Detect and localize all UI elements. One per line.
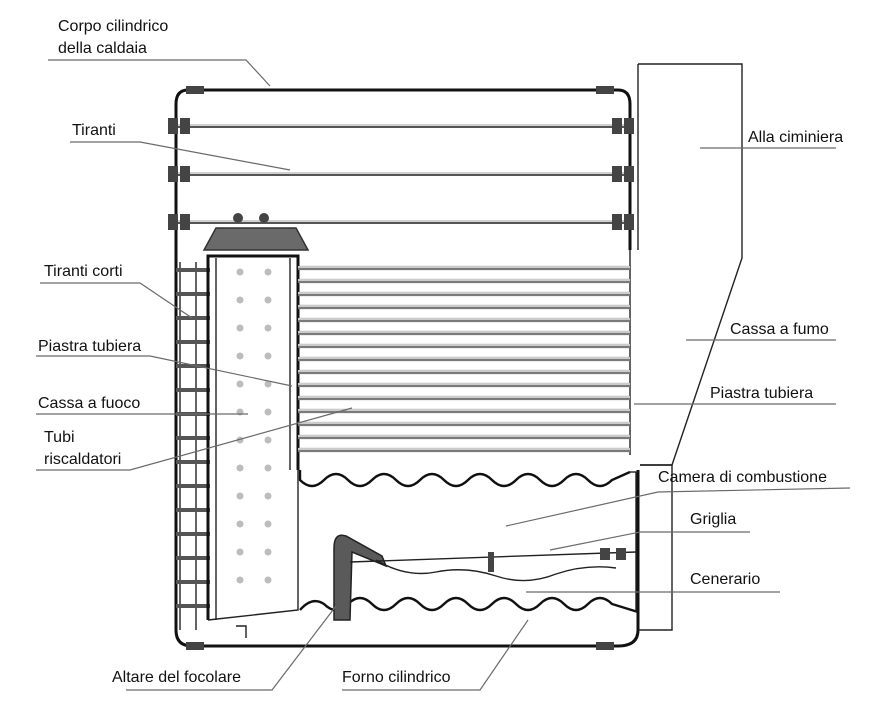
label-altare-del-focolare: Altare del focolare [112,669,241,686]
smoke-box [637,63,743,466]
firebox [206,254,300,621]
label-cassa-a-fumo: Cassa a fumo [730,321,829,338]
cap-br [596,642,614,650]
label-tubi-line2: riscaldatori [44,451,121,468]
furnace-top-wave [298,470,631,488]
heating-tubes [298,265,630,453]
short-stays [176,262,210,630]
label-camera-di-combustione: Camera di combustione [658,469,827,486]
cap-bl [186,642,204,650]
label-corpo-line2: della caldaia [58,40,147,57]
long-stays [168,118,634,230]
firebox-crown [202,227,310,251]
combustion-chamber-wall [638,464,673,631]
label-alla-ciminiera: Alla ciminiera [748,129,843,146]
label-cassa-a-fuoco: Cassa a fuoco [38,395,140,412]
label-ceneraio: Cenerario [690,571,760,588]
label-corpo-line1: Corpo cilindrico [58,18,168,35]
grate [349,548,637,582]
cap-tr [596,86,614,94]
label-piastra-tubiera-left: Piastra tubiera [38,338,141,355]
label-piastra-tubiera-right: Piastra tubiera [710,385,813,402]
leader-lines [36,59,851,691]
firebox-stay-holes [236,268,272,584]
boiler-shell [174,88,640,648]
label-tubi-line1: Tubi [44,429,75,446]
label-griglia: Griglia [690,511,736,528]
label-tiranti-corti: Tiranti corti [44,263,123,280]
corner-tick [236,625,247,638]
label-forno-cilindrico: Forno cilindrico [342,669,451,686]
cap-tl [186,86,204,94]
label-tiranti: Tiranti [72,122,116,139]
